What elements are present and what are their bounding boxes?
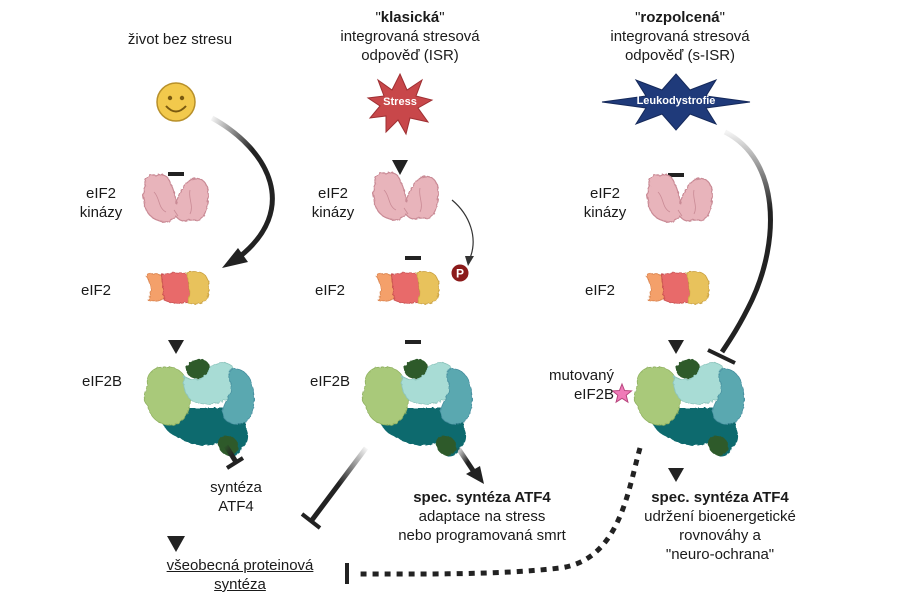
phosphate-icon: P	[450, 263, 470, 283]
title-line2: integrovaná stresová	[610, 28, 750, 45]
column-classic: P	[300, 72, 484, 530]
title-line1: "klasická"	[375, 9, 445, 26]
kinase-label-line2: kinázy	[79, 204, 123, 221]
inhibition-bar	[707, 348, 736, 365]
title-line3: odpověď (ISR)	[361, 47, 459, 64]
eif2b-complex	[634, 359, 744, 456]
column-split	[345, 73, 773, 584]
inhibition-line	[168, 148, 184, 176]
activation-arrow	[392, 138, 408, 175]
synthesis-line2: syntéza	[214, 576, 266, 593]
eif2b-label: eIF2B	[309, 373, 351, 390]
output-title: spec. syntéza ATF4	[651, 489, 789, 506]
eif2-kinase-protein	[647, 174, 712, 222]
arrow-head	[222, 248, 248, 268]
phosphorylation-arrow	[451, 199, 474, 259]
curved-activation-arrow	[210, 115, 275, 260]
output-line3: rovnováhy a	[679, 527, 761, 544]
activation-arrow	[668, 448, 684, 482]
activation-arrow	[167, 462, 185, 552]
mutant-eif2b-label: mutovaný eIF2B	[534, 366, 614, 404]
column-title-classic: "klasická" integrovaná stresová odpověď …	[310, 8, 510, 65]
title-line2: integrovaná stresová	[340, 28, 480, 45]
column-title-normal: život bez stresu	[127, 31, 233, 48]
atf4-line2: ATF4	[218, 498, 254, 515]
output-title: spec. syntéza ATF4	[413, 489, 551, 506]
output-line4: "neuro-ochrana"	[665, 546, 775, 563]
kinase-label: eIF2 kinázy	[66, 184, 136, 222]
inhibition-line	[300, 446, 368, 530]
stress-label: Stress	[383, 96, 417, 108]
kinase-label: eIF2 kinázy	[570, 184, 640, 222]
classic-output: spec. syntéza ATF4 adaptace na stress ne…	[372, 488, 592, 545]
kinase-label-line1: eIF2	[589, 185, 620, 202]
column-normal	[143, 82, 275, 552]
leukodystrophy-label: Leukodystrofie	[636, 95, 716, 107]
output-line3: nebo programovaná smrt	[398, 527, 566, 544]
split-output: spec. syntéza ATF4 udržení bioenergetick…	[600, 488, 840, 564]
smiley-face-icon	[156, 82, 196, 122]
atf4-synthesis-label: syntéza ATF4	[196, 478, 276, 516]
output-line2: adaptace na stress	[418, 508, 546, 525]
eif2b-label: eIF2B	[81, 373, 123, 390]
eif2-protein	[376, 272, 439, 304]
mutant-label-line1: mutovaný	[548, 367, 614, 384]
mutant-label-line2: eIF2B	[573, 386, 614, 403]
activation-arrow	[668, 312, 684, 354]
arrow-head	[465, 256, 474, 266]
phosphate-label: P	[456, 267, 464, 281]
kinase-label: eIF2 kinázy	[298, 184, 368, 222]
eif2b-complex	[362, 359, 472, 456]
kinase-label-line1: eIF2	[85, 185, 116, 202]
eif2b-complex	[144, 359, 254, 456]
stress-star-icon	[366, 72, 434, 136]
pink-star-icon	[611, 382, 633, 404]
output-line2: udržení bioenergetické	[644, 508, 796, 525]
atf4-line1: syntéza	[210, 479, 262, 496]
inhibition-line	[405, 236, 421, 260]
synthesis-line1: všeobecná proteinová	[166, 557, 314, 574]
inhibition-line	[223, 444, 245, 470]
eif2-protein	[646, 272, 709, 304]
kinase-label-line2: kinázy	[583, 204, 627, 221]
column-title-split: "rozpolcená" integrovaná stresová odpově…	[580, 8, 780, 65]
general-protein-synthesis-label: všeobecná proteinová syntéza	[150, 556, 330, 594]
eif2-kinase-protein	[143, 174, 208, 222]
eif2-label: eIF2	[80, 282, 111, 299]
inhibition-line	[719, 129, 773, 354]
leukodystrophy-star-icon	[601, 73, 751, 131]
inhibition-line	[668, 148, 684, 177]
eif2-label: eIF2	[584, 282, 615, 299]
eif2-protein	[146, 272, 209, 304]
activation-arrow	[455, 446, 484, 484]
activation-arrow	[168, 312, 184, 354]
title-line3: odpověď (s-ISR)	[624, 47, 736, 64]
eif2-kinase-protein	[373, 172, 438, 220]
kinase-label-line1: eIF2	[317, 185, 348, 202]
title-line1: "rozpolcená"	[635, 9, 725, 26]
kinase-label-line2: kinázy	[311, 204, 355, 221]
eif2-label: eIF2	[314, 282, 345, 299]
inhibition-line	[405, 316, 421, 344]
